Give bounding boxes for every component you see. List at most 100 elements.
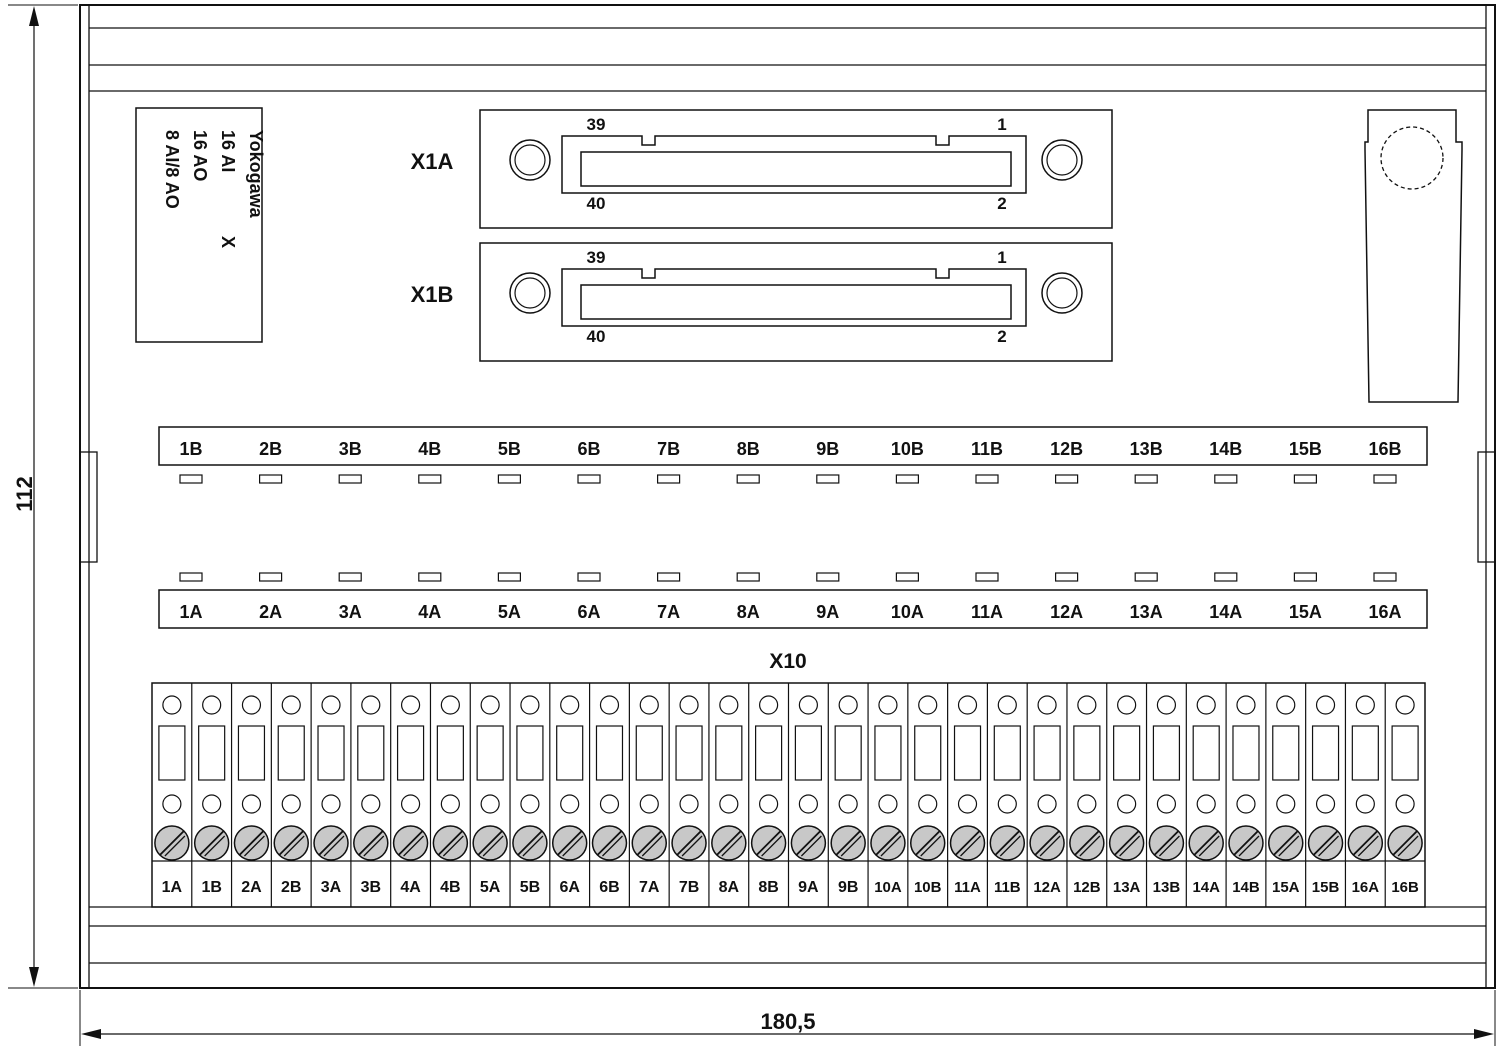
- screw-icon[interactable]: [711, 825, 747, 861]
- wire-entry: [755, 725, 783, 781]
- terminal-2a[interactable]: 2A: [230, 683, 270, 907]
- release-point-icon: [1196, 794, 1216, 814]
- screw-icon[interactable]: [671, 825, 707, 861]
- terminal-8b[interactable]: 8B: [748, 683, 787, 907]
- screw-icon[interactable]: [790, 825, 827, 861]
- terminal-6b[interactable]: 6B: [588, 683, 628, 907]
- led-bottom-indicator-6a: [577, 572, 601, 582]
- terminal-4a[interactable]: 4A: [390, 683, 429, 907]
- screw-icon[interactable]: [631, 825, 668, 861]
- screw-icon[interactable]: [512, 825, 548, 861]
- release-point-icon: [1315, 794, 1336, 814]
- wire-entry: [715, 725, 743, 781]
- led-bottom-indicator-7a: [656, 572, 681, 582]
- screw-icon[interactable]: [949, 825, 986, 861]
- height-dimension: 112: [8, 4, 78, 989]
- screw-icon[interactable]: [432, 825, 469, 861]
- screw-icon[interactable]: [989, 825, 1026, 861]
- screw-icon[interactable]: [1069, 825, 1105, 861]
- screw-icon[interactable]: [1188, 825, 1224, 861]
- screw-icon[interactable]: [551, 825, 588, 861]
- terminal-7a[interactable]: 7A: [628, 683, 668, 907]
- terminal-12b[interactable]: 12B: [1066, 683, 1105, 907]
- terminal-5a[interactable]: 5A: [469, 683, 508, 907]
- screw-icon[interactable]: [591, 825, 628, 861]
- terminal-13a[interactable]: 13A: [1106, 683, 1145, 907]
- led-bottom-label-14a: 14A: [1209, 602, 1242, 622]
- led-bottom-indicator-14a: [1214, 572, 1238, 582]
- wire-entry: [1113, 725, 1141, 781]
- release-point-icon: [1236, 794, 1256, 814]
- release-point-icon: [162, 794, 182, 814]
- test-point-icon: [480, 695, 500, 715]
- screw-icon[interactable]: [1347, 825, 1384, 861]
- led-top-indicator-12b: [1054, 474, 1079, 484]
- terminal-15a[interactable]: 15A: [1265, 683, 1304, 907]
- terminal-11b[interactable]: 11B: [986, 683, 1026, 907]
- wire-entry: [1272, 725, 1300, 781]
- led-bottom-indicator-16a: [1373, 572, 1397, 582]
- terminal-11a[interactable]: 11A: [947, 683, 986, 907]
- screw-icon[interactable]: [353, 825, 389, 861]
- screw-icon[interactable]: [313, 825, 349, 861]
- connector-socket[interactable]: [580, 151, 1012, 187]
- terminal-label: 10B: [914, 879, 942, 896]
- screw-icon[interactable]: [154, 825, 190, 861]
- terminal-14b[interactable]: 14B: [1225, 683, 1264, 907]
- screw-icon[interactable]: [392, 825, 429, 861]
- screw-icon[interactable]: [273, 825, 309, 861]
- terminal-label: 14B: [1232, 879, 1260, 896]
- wire-entry: [1232, 725, 1260, 781]
- terminal-7b[interactable]: 7B: [668, 683, 707, 907]
- screw-icon[interactable]: [1108, 825, 1145, 861]
- led-top-indicator-3b: [338, 474, 362, 484]
- terminal-3a[interactable]: 3A: [310, 683, 349, 907]
- screw-icon[interactable]: [1307, 825, 1344, 861]
- mounting-screw-left-icon: [509, 139, 551, 181]
- screw-icon[interactable]: [1148, 825, 1185, 861]
- screw-icon[interactable]: [1029, 825, 1065, 861]
- screw-icon[interactable]: [909, 825, 946, 861]
- terminal-1b[interactable]: 1B: [191, 683, 230, 907]
- terminal-6a[interactable]: 6A: [549, 683, 588, 907]
- wire-entry: [556, 725, 584, 781]
- terminal-4b[interactable]: 4B: [429, 683, 469, 907]
- terminal-2b[interactable]: 2B: [270, 683, 309, 907]
- led-bottom-label-15a: 15A: [1289, 602, 1322, 622]
- terminal-1a[interactable]: 1A: [154, 695, 190, 896]
- wire-entry: [794, 725, 822, 781]
- terminal-13b[interactable]: 13B: [1145, 683, 1185, 907]
- screw-icon[interactable]: [1268, 825, 1304, 861]
- terminal-10a[interactable]: 10A: [867, 683, 906, 907]
- terminal-9b[interactable]: 9B: [827, 683, 866, 907]
- screw-icon[interactable]: [830, 825, 866, 861]
- release-point-icon: [520, 794, 540, 814]
- screw-icon[interactable]: [1387, 825, 1423, 861]
- terminal-15b[interactable]: 15B: [1305, 683, 1344, 907]
- wire-entry: [1033, 725, 1061, 781]
- release-point-icon: [321, 794, 341, 814]
- screw-icon[interactable]: [193, 825, 230, 861]
- terminal-16b[interactable]: 16B: [1384, 683, 1423, 907]
- terminal-9a[interactable]: 9A: [787, 683, 827, 907]
- wire-entry: [834, 725, 862, 781]
- terminal-10b[interactable]: 10B: [907, 683, 946, 907]
- terminal-8a[interactable]: 8A: [708, 683, 747, 907]
- terminal-5b[interactable]: 5B: [509, 683, 548, 907]
- screw-icon[interactable]: [750, 825, 787, 861]
- terminal-12a[interactable]: 12A: [1026, 683, 1065, 907]
- connector-socket[interactable]: [580, 284, 1012, 320]
- terminal-14a[interactable]: 14A: [1185, 683, 1224, 907]
- terminal-3b[interactable]: 3B: [350, 683, 389, 907]
- led-bottom-indicator-9a: [816, 572, 840, 582]
- terminal-16a[interactable]: 16A: [1344, 683, 1384, 907]
- test-point-icon: [1117, 695, 1137, 715]
- led-bottom-indicator-13a: [1134, 572, 1158, 582]
- led-top-indicator-7b: [656, 474, 681, 484]
- screw-icon[interactable]: [1228, 825, 1264, 861]
- screw-icon[interactable]: [233, 825, 270, 861]
- screw-icon[interactable]: [472, 825, 508, 861]
- screw-icon[interactable]: [870, 825, 906, 861]
